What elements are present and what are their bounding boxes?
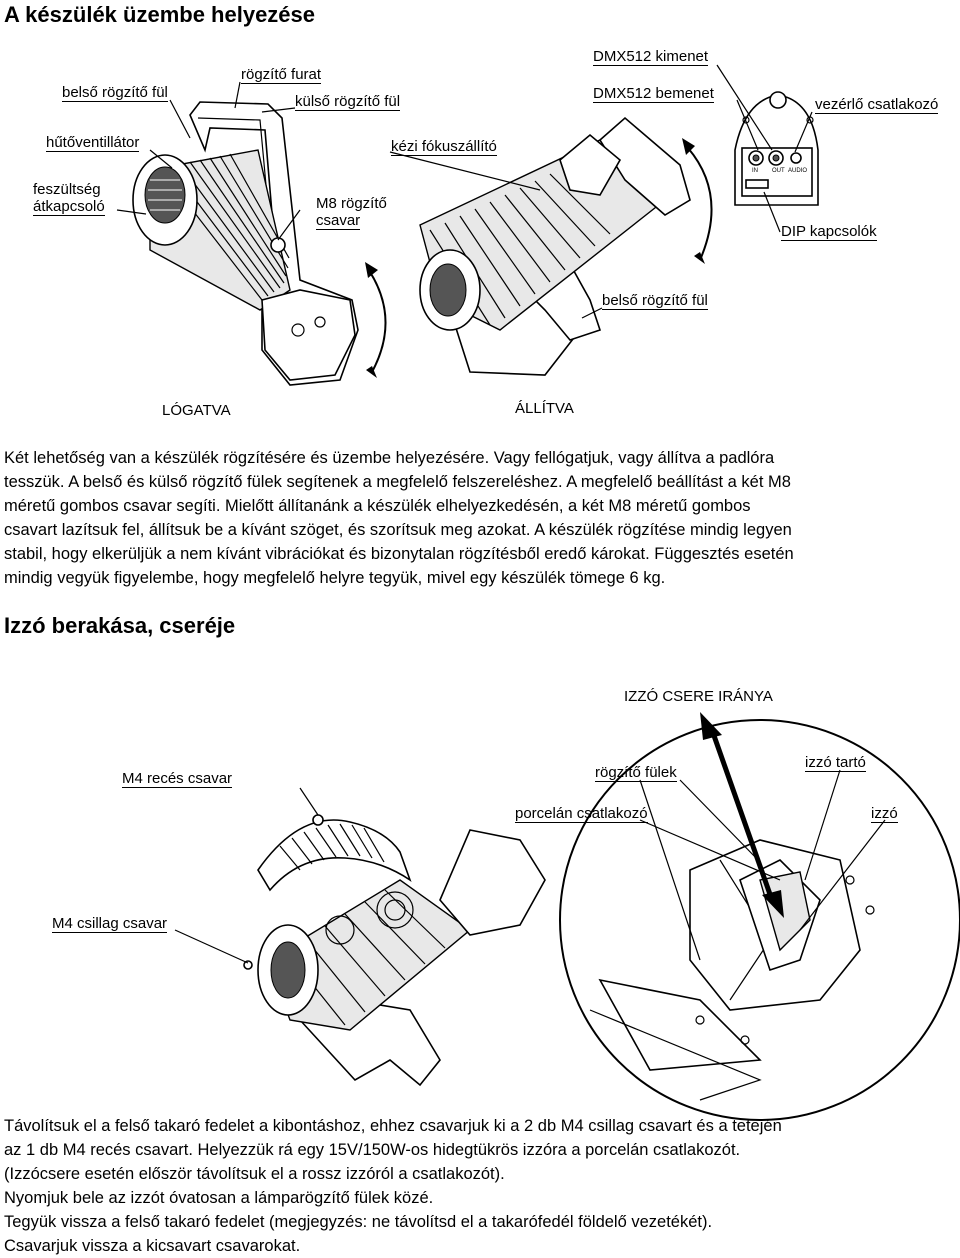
setup-paragraph: Két lehetőség van a készülék rögzítésére… (4, 446, 956, 590)
panel-out-label: OUT (772, 168, 785, 174)
label-m4-knurled: M4 recés csavar (122, 770, 233, 788)
label-hanging: LÓGATVA (162, 402, 231, 419)
label-lamp: izzó (871, 805, 898, 823)
paragraph-line: Nyomjuk bele az izzót óvatosan a lámparö… (4, 1189, 434, 1207)
panel-audio-label: AUDIO (788, 168, 808, 174)
hanging-fixture-drawing (132, 101, 387, 386)
label-lamp-direction: IZZÓ CSERE IRÁNYA (624, 688, 773, 705)
leader-lines-1 (116, 64, 813, 319)
section-title-setup: A készülék üzembe helyezése (4, 2, 316, 27)
paragraph-line: (Izzócsere esetén először távolítsuk el … (4, 1165, 505, 1183)
label-m8-screw-line1: M8 rögzítő (316, 195, 387, 212)
rear-panel-drawing (734, 91, 819, 206)
section-title-lamp: Izzó berakása, cseréje (4, 613, 236, 638)
label-inner-lug-left: belső rögzítő fül (62, 84, 168, 102)
label-fixing-clips: rögzítő fülek (595, 764, 677, 782)
paragraph-line: méretű gombos csavar segíti. Mielőtt áll… (4, 497, 751, 515)
panel-in-label: IN (752, 168, 758, 174)
lamp-direction-arrow (700, 712, 784, 918)
label-fan: hűtőventillátor (46, 134, 140, 152)
paragraph-line: tesszük. A belső és külső rögzítő fülek … (4, 473, 791, 491)
lamp-paragraph: Távolítsuk el a felső takaró fedelet a k… (4, 1114, 956, 1258)
label-control-connector: vezérlő csatlakozó (815, 96, 939, 114)
label-inner-lug-right: belső rögzítő fül (602, 292, 708, 310)
label-outer-lug: külső rögzítő fül (295, 93, 401, 111)
paragraph-line: Távolítsuk el a felső takaró fedelet a k… (4, 1117, 782, 1135)
paragraph-line: mindig vegyük figyelembe, hogy megfelelő… (4, 569, 666, 587)
label-dmx-out: DMX512 kimenet (593, 48, 709, 66)
paragraph-line: Tegyük vissza a felső takaró fedelet (me… (4, 1213, 713, 1231)
label-standing: ÁLLÍTVA (515, 400, 574, 417)
label-porcelain-socket: porcelán csatlakozó (515, 805, 648, 823)
paragraph-line: csavart lazítsuk fel, állítsuk be a kívá… (4, 521, 792, 539)
open-fixture-drawing (243, 814, 546, 1087)
label-lamp-holder: izzó tartó (805, 754, 866, 772)
setup-illustration (116, 64, 819, 386)
paragraph-line: stabil, hogy elkerüljük a nem kívánt vib… (4, 545, 794, 563)
standing-fixture-drawing (419, 116, 713, 376)
label-m4-star: M4 csillag csavar (52, 915, 168, 933)
label-dmx-in: DMX512 bemenet (593, 85, 714, 103)
paragraph-line: Két lehetőség van a készülék rögzítésére… (4, 449, 775, 467)
label-m8-screw-line2: csavar (316, 212, 361, 230)
paragraph-line: az 1 db M4 recés csavart. Helyezzük rá e… (4, 1141, 741, 1159)
paragraph-line: Csavarjuk vissza a kicsavart csavarokat. (4, 1237, 301, 1255)
label-manual-focus: kézi fókuszállító (391, 138, 497, 156)
label-fixing-hole: rögzítő furat (241, 66, 322, 84)
leader-lines-2 (174, 769, 886, 964)
label-dip-switches: DIP kapcsolók (781, 223, 877, 241)
label-voltage-switch-line1: feszültség (33, 181, 101, 198)
label-voltage-switch-line2: átkapcsoló (33, 198, 105, 216)
